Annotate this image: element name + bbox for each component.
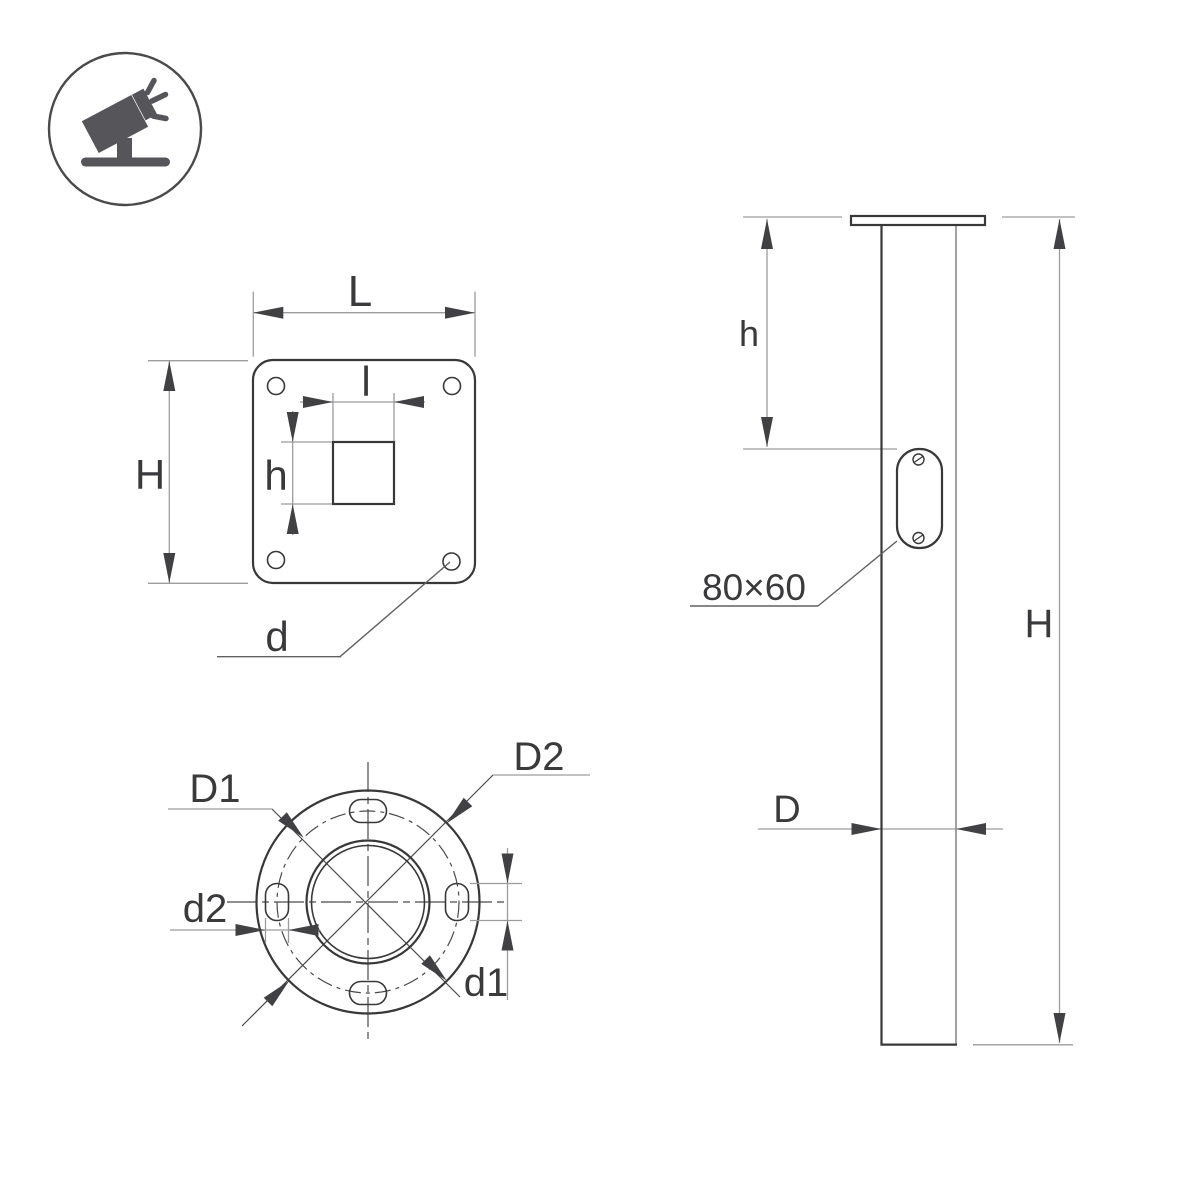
- hand-hole-cover: [895, 447, 944, 550]
- dimension-arrow: [394, 396, 424, 408]
- pole-shaft-section: [331, 440, 396, 506]
- dimension-arrow: [501, 920, 514, 951]
- flange-plate-outline: [251, 358, 477, 585]
- screw-slot: [913, 534, 924, 542]
- dimension-label-D1: D1: [189, 767, 240, 811]
- dimension-label-pole-h: h: [739, 313, 759, 354]
- dimension-arrow: [851, 823, 882, 835]
- dimension-arrow: [286, 504, 299, 534]
- screw-slot: [913, 455, 924, 463]
- dimension-arrow: [163, 361, 176, 391]
- dimension-label-h: h: [264, 452, 287, 499]
- leader-line-hatch: [817, 540, 898, 607]
- bolt-circle: [276, 810, 460, 994]
- dimension-arrow: [1053, 1013, 1066, 1043]
- dimension-label-d2: d2: [183, 887, 228, 931]
- light-ray-icon: [144, 77, 157, 96]
- dimension-arrow: [501, 853, 514, 884]
- floodlight-body: [81, 94, 149, 154]
- dimension-label-d: d: [265, 613, 288, 660]
- light-ray-icon: [149, 91, 169, 104]
- pipe-inner-circle: [310, 844, 426, 960]
- hatch-size-label: 80×60: [702, 567, 806, 608]
- floodlight-head: [131, 88, 158, 121]
- dimension-arrow: [235, 924, 266, 936]
- dimension-arrow: [288, 924, 319, 936]
- dimension-arrow: [278, 812, 304, 838]
- dimension-arrow: [263, 980, 290, 1007]
- dimension-arrow: [421, 955, 447, 981]
- dimension-arrow: [761, 219, 773, 249]
- slot-hole-right: [444, 882, 470, 922]
- floodlight-icon: [47, 51, 203, 207]
- dimension-label-H: H: [135, 451, 165, 498]
- floodlight-stand: [117, 138, 132, 160]
- leader-line-d: [339, 561, 451, 658]
- slot-hole-left: [264, 882, 290, 922]
- dimension-arrow: [303, 396, 333, 408]
- screw-icon: [912, 531, 925, 545]
- slot-hole-top: [348, 798, 388, 824]
- bolt-hole: [266, 376, 286, 396]
- dimension-arrow: [163, 553, 176, 583]
- dimension-label-pole-H: H: [1025, 602, 1054, 646]
- light-ray-icon: [150, 113, 169, 122]
- pipe-outer-circle: [305, 839, 431, 965]
- slot-hole-bottom: [348, 980, 388, 1006]
- screw-icon: [912, 453, 925, 466]
- dimension-arrow: [446, 797, 473, 824]
- flange-outer-circle: [255, 789, 481, 1015]
- dimension-label-L: L: [348, 267, 372, 316]
- dimension-arrow: [956, 823, 986, 835]
- bolt-hole: [442, 552, 461, 571]
- dimension-arrow: [253, 306, 284, 319]
- dimension-arrow: [445, 306, 475, 319]
- dimension-label-d1: d1: [464, 961, 509, 1005]
- dimension-arrow: [1053, 219, 1066, 249]
- pole-side-view: h H D 80×60: [690, 214, 1075, 1046]
- dimension-arrow: [761, 417, 773, 447]
- bolt-hole: [266, 550, 286, 570]
- floodlight-base: [81, 157, 170, 167]
- pole-top-flange: [849, 214, 987, 227]
- bolt-hole: [442, 376, 462, 396]
- dimension-label-l: l: [361, 358, 370, 405]
- dimension-label-pole-D: D: [773, 789, 800, 831]
- flange-top-view: L H l h d: [135, 267, 477, 660]
- icon-circle: [47, 51, 203, 207]
- dimension-arrow: [286, 412, 299, 442]
- dimension-label-D2: D2: [513, 735, 564, 779]
- flange-face-view: D1 D2 d2 d1: [168, 735, 590, 1041]
